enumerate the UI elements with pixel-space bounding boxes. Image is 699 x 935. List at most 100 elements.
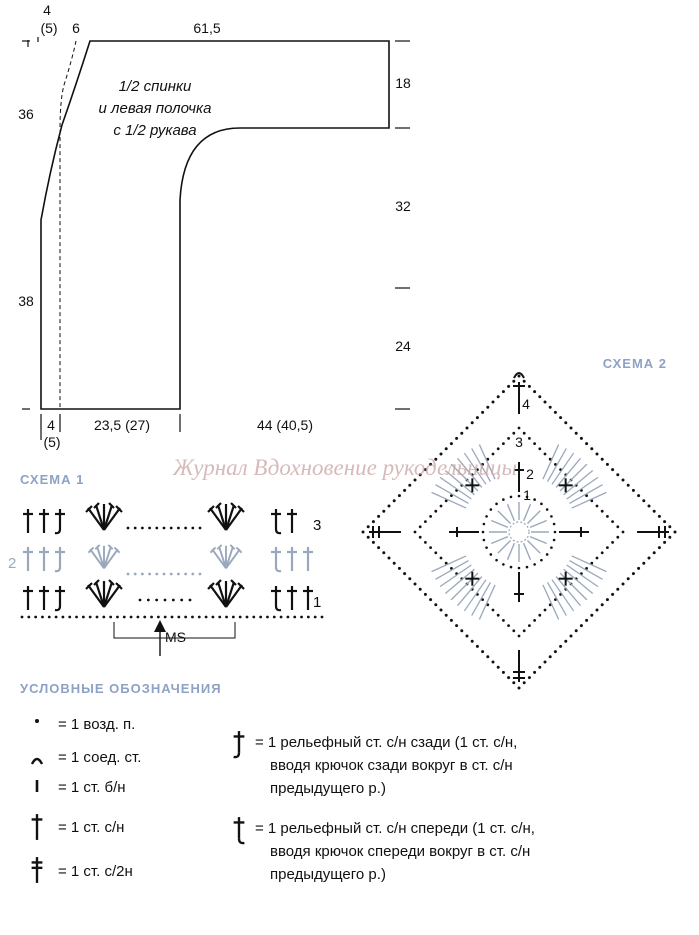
chain-dot [88,615,92,619]
round-3-stitch [566,564,599,588]
square-chain-dot [590,499,594,503]
chain-dot [184,526,188,530]
square-chain-dot [450,494,453,497]
scheme-1-stitch [37,507,51,535]
square-chain-dot [403,572,407,576]
square-chain-dot [550,546,553,549]
scheme-1-stitch [21,507,35,535]
relief-back-line-2: вводя крючок сзади вокруг в ст. с/н [270,757,513,774]
ms-arrow [154,620,166,656]
square-chain-dot [482,538,486,542]
square-chain-dot [470,639,474,643]
square-chain-dot [657,546,661,550]
square-chain-dot [548,603,552,607]
square-chain-dot [554,463,557,466]
square-chain-dot [621,530,625,534]
square-chain-dot [550,515,553,518]
chain-dot [116,615,119,619]
square-chain-dot [486,655,490,659]
chain-dot [133,526,137,530]
square-chain-dot [491,400,495,404]
square-chain-dot [574,431,578,435]
square-chain-dot [533,442,536,445]
chain-dot [191,526,195,530]
round-3-stitch [439,564,472,588]
scheme-1-stitch [285,507,299,535]
square-chain-dot [481,410,485,414]
chain-dot [177,615,181,619]
square-chain-dot [439,556,443,560]
square-chain-dot [491,660,495,664]
square-chain-dot [611,468,615,472]
chain-dot [68,615,72,619]
square-chain-dot [397,566,401,570]
scheme-1-stitch [269,545,283,573]
square-chain-dot [605,598,609,602]
chain-dot [47,615,51,619]
square-chain-dot [621,478,625,482]
square-chain-dot [553,650,557,654]
square-chain-dot [517,494,521,498]
relief-front-icon [232,815,246,845]
piece-title-line-3: с 1/2 рукава [113,122,196,139]
chain-dot [156,615,160,619]
square-chain-dot [553,410,557,414]
square-chain-dot [600,551,604,555]
round-3-stitch [478,444,496,480]
square-chain-dot [663,520,667,524]
ms-label: MS [165,629,186,645]
square-chain-dot [408,483,412,487]
square-chain-dot [382,551,386,555]
square-chain-dot [481,463,484,466]
round-1-stitch [497,539,512,554]
square-chain-dot [361,530,365,534]
chain-dot [245,615,249,619]
square-chain-dot [470,421,474,425]
round-3-stitch [566,476,599,500]
round-3-stitch [571,555,607,573]
square-chain-dot [439,608,443,612]
square-chain-dot [481,598,484,601]
square-chain-dot [455,436,459,440]
square-chain-dot [460,431,464,435]
scheme-1-stitch [53,584,67,612]
square-chain-dot [600,603,604,607]
scheme-1-row-3: 3 [313,517,321,534]
relief-back-line-3: предыдущего р.) [270,780,386,797]
square-chain-dot [637,566,641,570]
round-3-stitch [547,448,567,482]
square-chain-dot [585,442,589,446]
square-chain-dot [647,556,651,560]
square-chain-dot [533,563,536,566]
chain-dot [143,615,147,619]
scheme-1-fan [206,578,246,609]
square-chain-dot [559,644,563,648]
chain-dot [102,615,106,619]
square-chain-dot [626,483,630,487]
square-chain-dot [418,473,422,477]
square-chain-dot [616,535,620,539]
scheme-1-row-1: 1 [313,594,321,611]
chain-dot [184,572,188,576]
square-chain-dot [652,551,656,555]
dim-top-sleeve: 61,5 [193,20,220,36]
square-chain-dot [434,551,438,555]
square-chain-dot [501,390,505,394]
chain-dot [171,598,175,602]
chain-dot [75,615,78,619]
dim-right-cuff: 18 [395,75,411,91]
square-chain-dot [366,525,370,529]
square-chain-dot [517,426,521,430]
square-chain-dot [429,546,432,549]
chain-dot [252,615,256,619]
square-chain-dot [496,447,500,451]
square-chain-dot [496,665,500,669]
square-chain-dot [528,437,531,440]
legend-item-3: = 1 ст. б/н [58,779,126,796]
square-chain-dot [647,504,651,508]
square-chain-dot [533,390,537,394]
dim-bottom-left-b: (5) [43,434,60,450]
square-chain-dot [465,426,469,430]
chain-dot [141,526,144,530]
square-chain-dot [460,629,464,633]
